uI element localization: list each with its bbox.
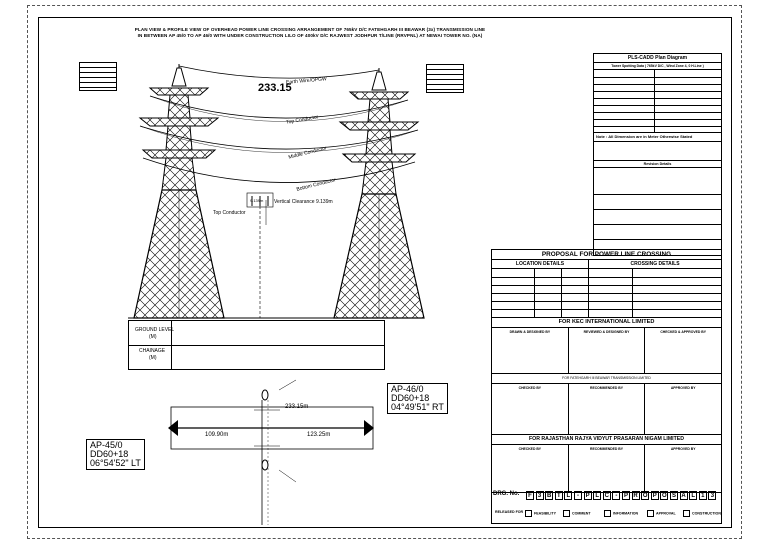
drg-no-char-box: S (670, 491, 678, 500)
drg-no-char-box: L (564, 491, 573, 500)
proposal-title: PROPOSAL FOR POWER LINE CROSSING (492, 250, 721, 260)
drg-no-char-box: O (660, 491, 669, 500)
ap-left-type: DD60+18 (90, 449, 129, 459)
kec-header: FOR KEC INTERNATIONAL LIMITED (492, 318, 721, 328)
drg-no-char-box: O (641, 491, 650, 500)
drg-no-label: DRG. No. (493, 491, 520, 497)
release-option-information[interactable]: INFORMATION (604, 510, 638, 517)
ground-level-unit: (M) (149, 334, 157, 340)
location-grid (492, 269, 721, 318)
drg-no-char-box: 1 (698, 491, 707, 500)
drawing-title: PLAN VIEW & PROFILE VIEW OF OVERHEAD POW… (100, 27, 520, 39)
right-tower (333, 68, 425, 319)
drg-no-char-box: A (679, 491, 688, 500)
drawn-designed-by: DRAWN & DESIGNED BY (492, 328, 569, 373)
drg-no-char-box: L (689, 491, 698, 500)
pls-note: Note : All Dimension are in Meter Otherw… (594, 133, 721, 142)
drg-no-char-box: F (526, 491, 534, 500)
table-divider (129, 345, 384, 346)
release-option-approval[interactable]: APPROVAL (647, 510, 676, 517)
release-option-label: COMMENT (572, 511, 591, 516)
drg-no-char-box: C (602, 491, 611, 500)
plan-top-distance: 233.15m (285, 404, 309, 410)
pls-cadd-panel: PLS-CADD Plan Diagram Tower Spotting Dat… (593, 53, 722, 256)
release-option-label: FEASIBILITY (534, 511, 556, 516)
table-col-divider (171, 321, 172, 369)
ap-right-angle: 04°49'51" RT (391, 402, 444, 412)
ap-right-number: AP-46/0 (391, 384, 424, 394)
pls-revision-title: Revision Details (594, 161, 721, 168)
reviewed-designed-by: REVIEWED & DESIGNED BY (569, 328, 646, 373)
pls-data-grid (594, 70, 721, 133)
drg-no-char-box: 3 (708, 491, 717, 500)
plan-right-distance: 123.25m (307, 432, 331, 438)
checkbox-icon[interactable] (604, 510, 611, 517)
checkbox-icon[interactable] (525, 510, 532, 517)
ap-left-label: AP-45/0 DD60+18 06°54'52" LT (86, 439, 145, 470)
rrvpnl-header: FOR RAJASTHAN RAJYA VIDYUT PRASARAN NIGA… (492, 435, 721, 445)
ap-right-label: AP-46/0 DD60+18 04°49'51" RT (387, 383, 448, 414)
top-conductor-side-label: Top Conductor (213, 210, 246, 216)
left-tower (133, 64, 225, 319)
recommended-by-2: RECOMMENDED BY (569, 445, 646, 492)
pls-subtitle: Tower Spotting Data ( 765kV D/C , Wind Z… (594, 63, 721, 70)
checkbox-icon[interactable] (683, 510, 690, 517)
ground-level-label: GROUND LEVEL (135, 327, 175, 333)
title-line-2: IN BETWEEN AP 45/0 TO AP 46/0 WITH UNDER… (137, 33, 483, 38)
plan-view (168, 379, 374, 525)
release-option-construction[interactable]: CONSTRUCTION (683, 510, 721, 517)
drg-no-char-box: T (554, 491, 563, 500)
drg-no-char-box: P (622, 491, 630, 500)
release-option-label: APPROVAL (656, 511, 676, 516)
crossing-line-symbol (246, 192, 274, 318)
ground-level-table: GROUND LEVEL (M) CHAINAGE (M) (128, 320, 385, 370)
pls-title: PLS-CADD Plan Diagram (594, 54, 721, 63)
vertical-clearance-label: Vertical Clearance 9.139m (274, 199, 333, 205)
ap-left-number: AP-45/0 (90, 440, 123, 450)
drg-no-char-box: 3 (535, 491, 544, 500)
release-option-feasibility[interactable]: FEASIBILITY (525, 510, 556, 517)
drg-no-char-box: P (583, 491, 592, 500)
conductors (139, 65, 419, 183)
span-length: 233.15 (258, 82, 292, 94)
drg-no-char-box: P (650, 491, 659, 500)
release-option-comment[interactable]: COMMENT (563, 510, 591, 517)
drg-no-char-box: - (612, 491, 621, 500)
drg-no-char-box: L (593, 491, 602, 500)
approved-by: APPROVED BY (670, 386, 696, 390)
location-details-header: LOCATION DETAILS (492, 260, 589, 268)
recommended-by: RECOMMENDED BY (569, 384, 646, 434)
title-line-1: PLAN VIEW & PROFILE VIEW OF OVERHEAD POW… (134, 27, 486, 32)
released-for-label: RELEASED FOR (495, 510, 524, 514)
checked-by: CHECKED BY (492, 384, 569, 434)
crossing-details-header: CROSSING DETAILS (630, 261, 680, 267)
chainage-unit: (M) (149, 355, 157, 361)
left-tower-notes (79, 62, 117, 91)
checkbox-icon[interactable] (563, 510, 570, 517)
drg-no-char-box: R (631, 491, 640, 500)
clearance-value: 9.139m (250, 198, 264, 203)
checked-by-2: CHECKED BY (492, 445, 569, 492)
checkbox-icon[interactable] (647, 510, 654, 517)
approved-by-2: APPROVED BY (670, 447, 696, 451)
fatehgarh-header: FOR FATEHGARH III BEAWAR TRANSMISSION LI… (492, 374, 721, 384)
release-option-label: INFORMATION (613, 511, 639, 516)
ap-right-type: DD60+18 (391, 393, 430, 403)
sheet-border (38, 17, 732, 528)
proposal-block: PROPOSAL FOR POWER LINE CROSSING LOCATIO… (491, 249, 722, 524)
release-option-label: CONSTRUCTION (692, 511, 721, 516)
sheet-border-outer (27, 5, 742, 539)
chainage-label: CHAINAGE (139, 348, 166, 354)
right-tower-notes (426, 64, 464, 93)
plan-left-distance: 109.90m (205, 432, 229, 438)
checked-approved-by: CHECKED & APPROVED BY (660, 330, 706, 334)
drg-no-char-box: - (574, 491, 582, 500)
drg-no-char-box: B (545, 491, 554, 500)
ap-left-angle: 06°54'52" LT (90, 458, 141, 468)
